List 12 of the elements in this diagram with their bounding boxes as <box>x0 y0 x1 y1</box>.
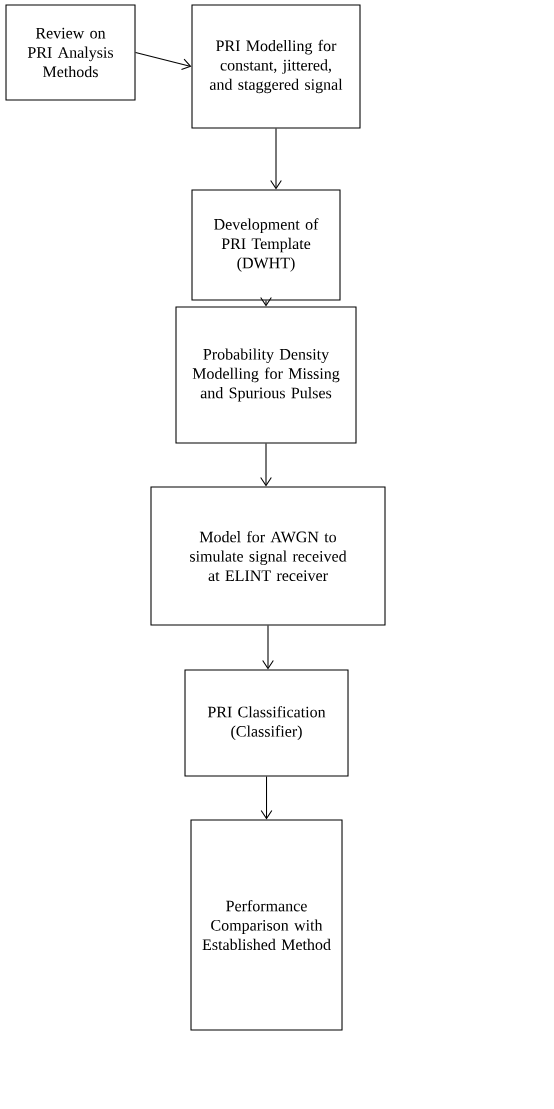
process-box: Development of PRI Template (DWHT) <box>191 189 341 301</box>
arrow <box>270 128 282 190</box>
arrow <box>260 776 273 820</box>
arrow <box>260 443 272 487</box>
process-box: Performance Comparison with Established Method <box>190 819 343 1031</box>
arrow <box>135 51 192 71</box>
arrow <box>262 625 274 670</box>
process-box: Model for AWGN to simulate signal received at ELINT receiver <box>150 486 386 626</box>
process-box: Probability Density Modelling for Missing and Spurious Pulses <box>175 306 357 444</box>
process-box: PRI Modelling for constant, jittered, and staggered signal <box>191 4 361 129</box>
process-box: Review on PRI Analysis Methods <box>5 4 136 101</box>
process-box: PRI Classification (Classifier) <box>184 669 349 777</box>
